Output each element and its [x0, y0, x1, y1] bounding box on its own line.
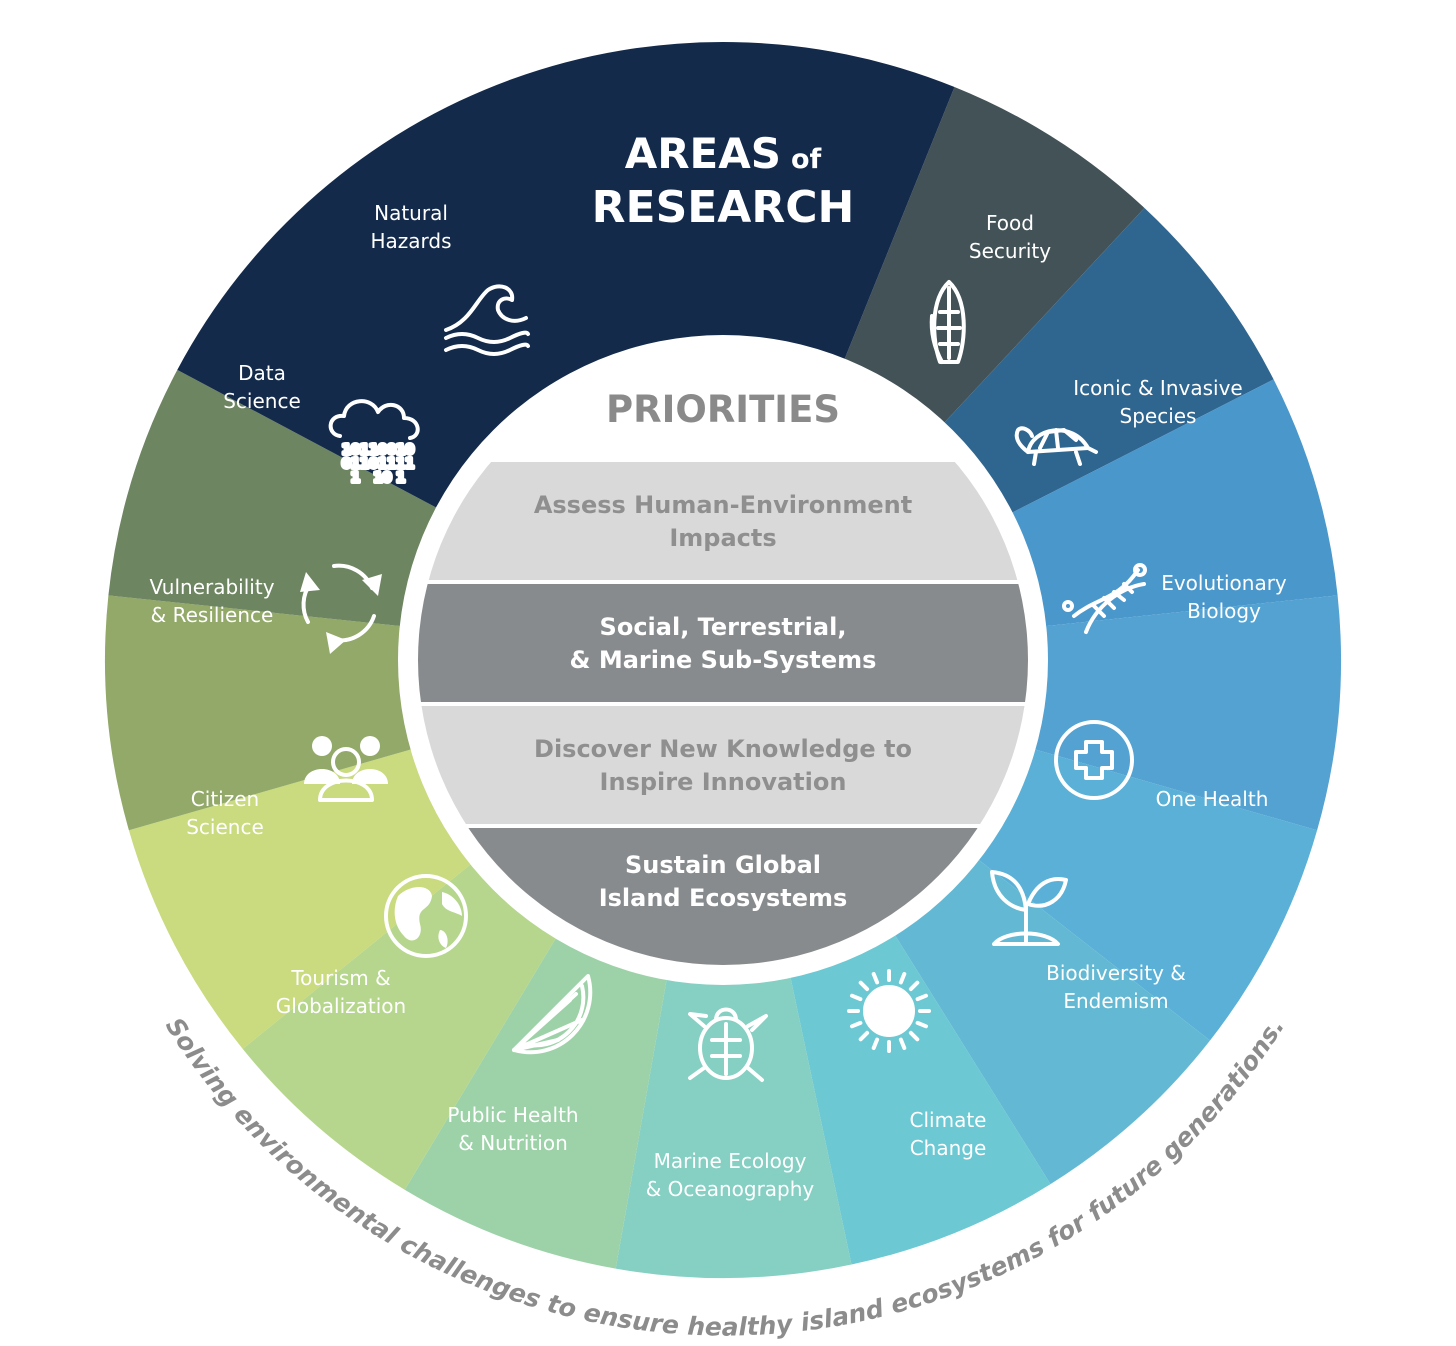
biodiversity-endemism-label: Biodiversity &Endemism	[1046, 961, 1186, 1013]
tortoise-icon	[1014, 426, 1098, 466]
binary-cloud-icon: 10110010 01101111 1 10 1	[328, 399, 420, 488]
priority-4-line-2: Island Ecosystems	[599, 884, 848, 912]
header-line-2: RESEARCH	[592, 182, 855, 233]
priority-4-line-1: Sustain Global	[625, 851, 821, 879]
dna-icon	[1062, 563, 1147, 634]
public-health-label: Public Health& Nutrition	[447, 1103, 578, 1155]
priority-3-line-2: Inspire Innovation	[600, 768, 847, 796]
corn-icon	[929, 280, 966, 364]
sun-icon	[847, 969, 931, 1053]
binary-row-1: 10110010	[342, 443, 414, 458]
priority-1-line-1: Assess Human-Environment	[534, 491, 912, 519]
priority-2-line-1: Social, Terrestrial,	[600, 613, 847, 641]
priority-band-3	[418, 706, 1028, 824]
priority-band-1	[418, 462, 1028, 580]
priority-band-2	[418, 584, 1028, 702]
priority-3-line-1: Discover New Knowledge to	[534, 735, 912, 763]
priorities-title: PRIORITIES	[606, 388, 840, 431]
sprout-icon	[990, 870, 1068, 946]
globe-icon	[384, 874, 468, 958]
binary-row-3: 1 10 1	[351, 471, 405, 486]
binary-row-2: 01101111	[342, 457, 414, 472]
one-health-label: One Health	[1156, 787, 1269, 811]
tourism-globalization-label: Tourism &Globalization	[276, 966, 406, 1018]
priority-1-line-2: Impacts	[669, 524, 776, 552]
priority-2-line-2: & Marine Sub-Systems	[570, 646, 877, 674]
marine-ecology-label: Marine Ecology& Oceanography	[646, 1149, 815, 1201]
cycle-arrows-icon	[300, 563, 382, 654]
wave-icon	[444, 284, 530, 356]
sea-turtle-icon	[688, 1007, 768, 1082]
vulnerability-resilience-label: Vulnerability& Resilience	[149, 575, 274, 627]
health-cross-icon	[1054, 720, 1134, 800]
citrus-icon	[512, 974, 593, 1055]
people-icon	[304, 736, 388, 802]
